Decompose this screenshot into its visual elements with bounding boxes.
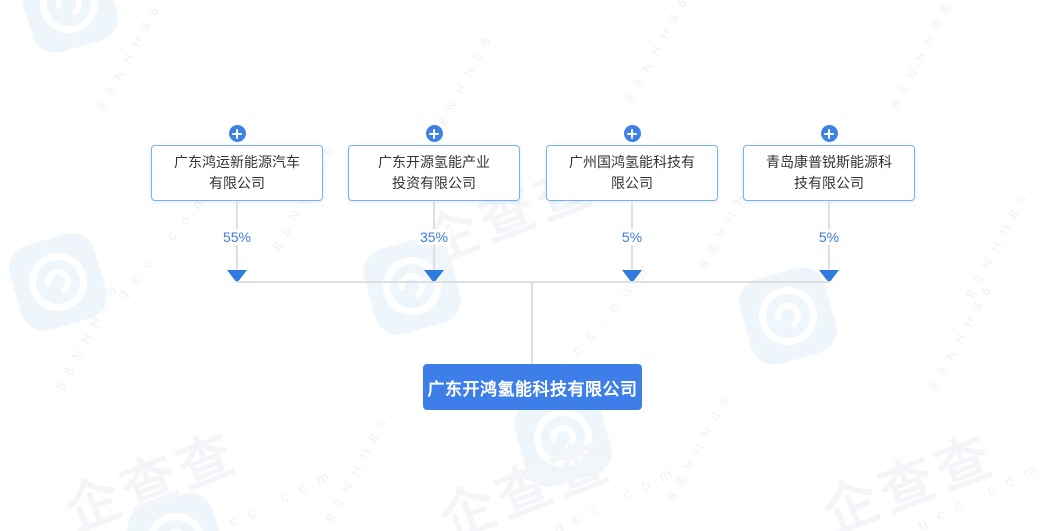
- ownership-percent: 5%: [743, 229, 915, 245]
- shareholder-box[interactable]: 广东开源氢能产业 投资有限公司: [348, 145, 520, 201]
- shareholder-column: 广东鸿运新能源汽车 有限公司 55%: [151, 125, 323, 283]
- shareholder-name-line: 投资有限公司: [392, 175, 476, 191]
- shareholder-name: 青岛康普锐斯能源科 技有限公司: [766, 152, 892, 194]
- arrow-down-icon: [227, 270, 247, 283]
- shareholder-column: 广州国鸿氢能科技有 限公司 5%: [546, 125, 718, 283]
- shareholder-name-line: 广州国鸿氢能科技有: [569, 154, 695, 170]
- shareholder-box[interactable]: 青岛康普锐斯能源科 技有限公司: [743, 145, 915, 201]
- ownership-percent: 5%: [546, 229, 718, 245]
- target-company-box[interactable]: 广东开鸿氢能科技有限公司: [423, 364, 642, 410]
- expand-plus-icon[interactable]: [820, 125, 838, 142]
- horizontal-connector-line: [236, 281, 830, 283]
- expand-plus-icon[interactable]: [623, 125, 641, 142]
- shareholder-box[interactable]: 广州国鸿氢能科技有 限公司: [546, 145, 718, 201]
- shareholder-name-line: 广东鸿运新能源汽车: [174, 154, 300, 170]
- vertical-connector-line: [531, 281, 533, 365]
- shareholder-name-line: 技有限公司: [794, 175, 864, 191]
- expand-plus-icon[interactable]: [228, 125, 246, 142]
- shareholder-name: 广东鸿运新能源汽车 有限公司: [174, 152, 300, 194]
- shareholder-column: 广东开源氢能产业 投资有限公司 35%: [348, 125, 520, 283]
- percent-value: 5%: [618, 229, 646, 245]
- percent-value: 55%: [219, 229, 255, 245]
- shareholder-name: 广州国鸿氢能科技有 限公司: [569, 152, 695, 194]
- shareholder-name-line: 青岛康普锐斯能源科: [766, 154, 892, 170]
- shareholder-name-line: 广东开源氢能产业: [378, 154, 490, 170]
- expand-plus-icon[interactable]: [425, 125, 443, 142]
- percent-value: 5%: [815, 229, 843, 245]
- arrow-down-icon: [622, 270, 642, 283]
- shareholder-name: 广东开源氢能产业 投资有限公司: [378, 152, 490, 194]
- shareholder-column: 青岛康普锐斯能源科 技有限公司 5%: [743, 125, 915, 283]
- ownership-percent: 55%: [151, 229, 323, 245]
- ownership-percent: 35%: [348, 229, 520, 245]
- shareholder-name-line: 限公司: [611, 175, 653, 191]
- shareholder-box[interactable]: 广东鸿运新能源汽车 有限公司: [151, 145, 323, 201]
- shareholder-name-line: 有限公司: [209, 175, 265, 191]
- percent-value: 35%: [416, 229, 452, 245]
